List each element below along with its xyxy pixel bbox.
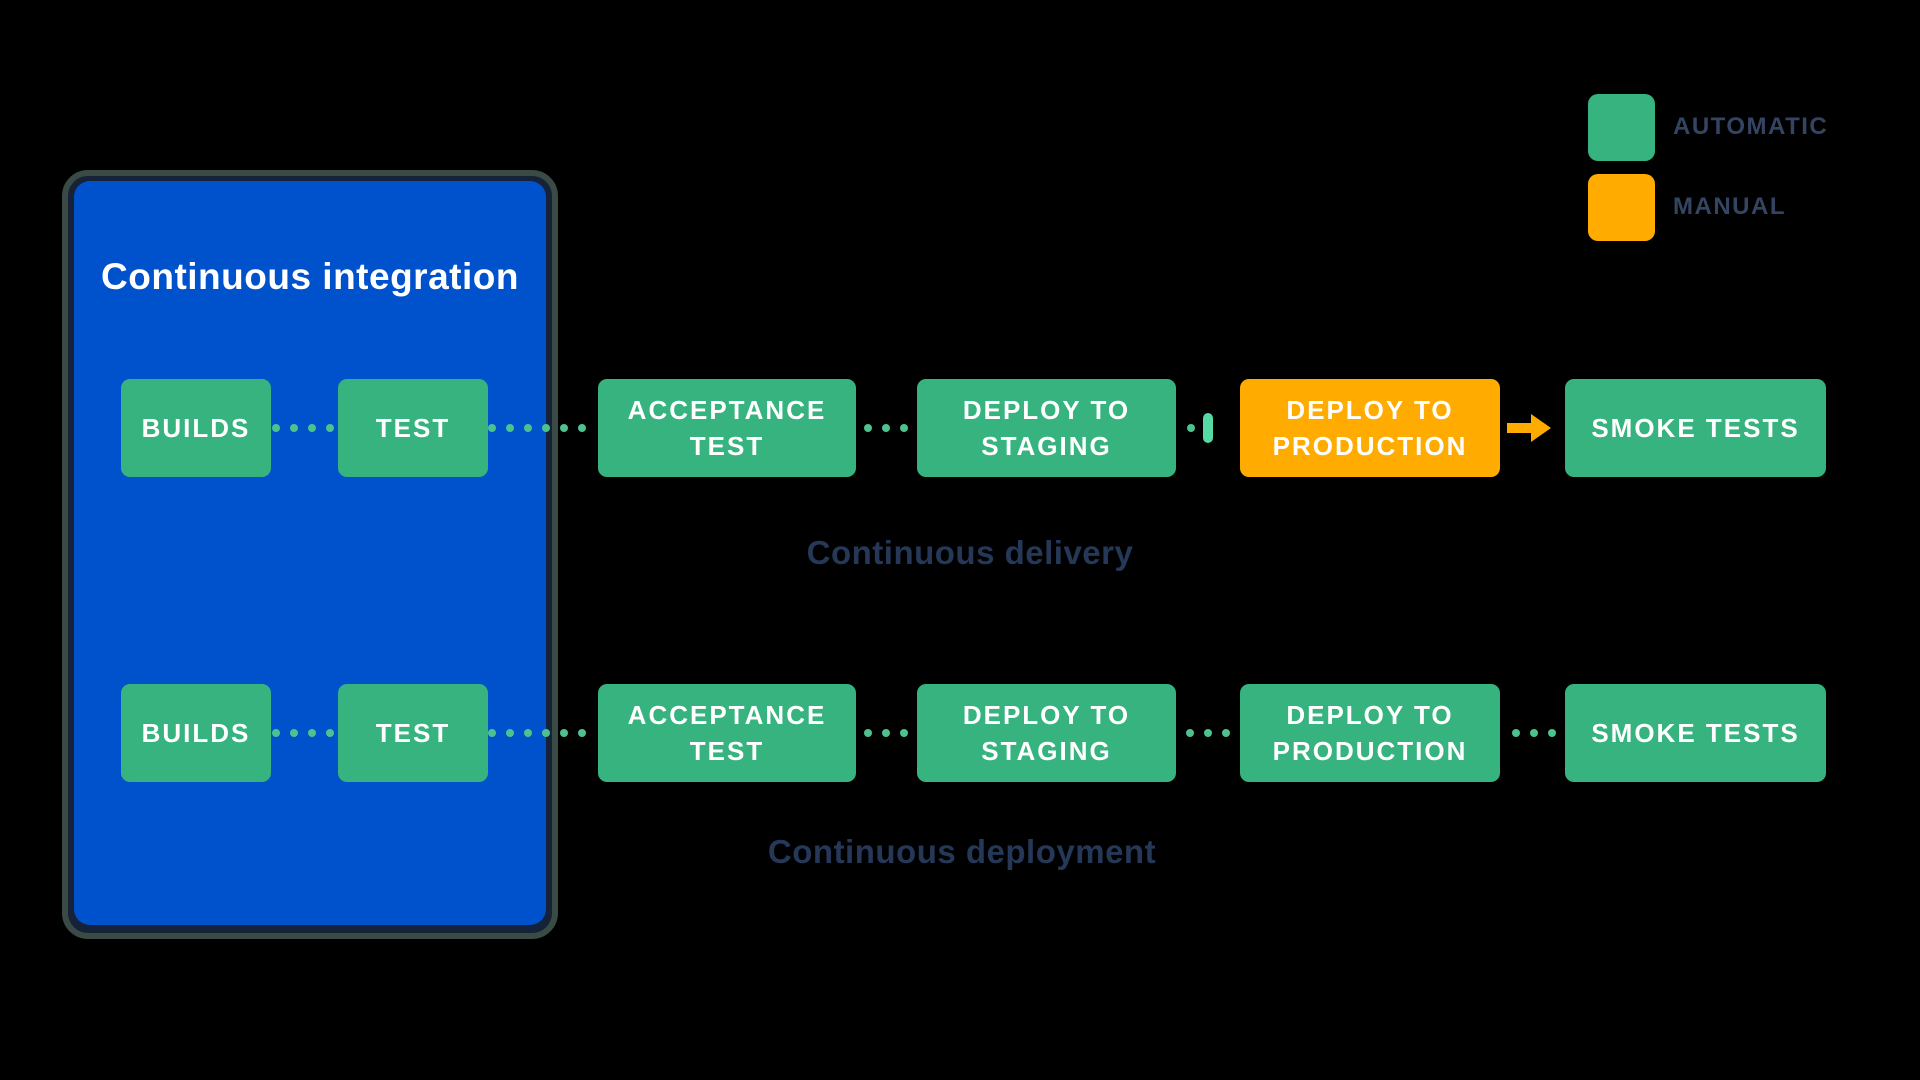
ci-title: Continuous integration	[101, 256, 519, 297]
stage-deploy-to-staging-delivery: DEPLOY TO STAGING	[917, 379, 1176, 477]
stage-deploy-to-staging-deployment: DEPLOY TO STAGING	[917, 684, 1176, 782]
dot	[1512, 729, 1520, 737]
dot	[326, 729, 334, 737]
dot	[578, 729, 586, 737]
deployment-caption: Continuous deployment	[767, 833, 1157, 870]
connector-dots	[864, 424, 908, 432]
stage-acceptance-test-delivery: ACCEPTANCE TEST	[598, 379, 856, 477]
dot	[506, 424, 514, 432]
dot	[560, 729, 568, 737]
dot	[308, 729, 316, 737]
connector-dots	[272, 729, 334, 737]
legend-label-manual: MANUAL	[1673, 193, 1786, 220]
connector-dots	[1186, 729, 1230, 737]
dot	[488, 424, 496, 432]
connector-dots	[272, 424, 334, 432]
dot	[542, 424, 550, 432]
dot	[272, 729, 280, 737]
dot	[1186, 729, 1194, 737]
stage-smoke-tests-deployment: SMOKE TESTS	[1565, 684, 1826, 782]
dot	[290, 729, 298, 737]
stage-smoke-tests-delivery: SMOKE TESTS	[1565, 379, 1826, 477]
dot	[560, 424, 568, 432]
dot	[506, 729, 514, 737]
dot	[1204, 729, 1212, 737]
delivery-caption: Continuous delivery	[806, 534, 1134, 571]
automatic-swatch-icon	[1588, 93, 1655, 161]
manual-arrow-icon	[1507, 414, 1551, 442]
dot	[290, 424, 298, 432]
dot	[524, 424, 532, 432]
dot	[326, 424, 334, 432]
dot	[272, 424, 280, 432]
dot	[524, 729, 532, 737]
dot	[900, 424, 908, 432]
legend-item-manual: MANUAL	[1588, 173, 1786, 241]
stage-builds-delivery: BUILDS	[121, 379, 271, 477]
dot	[864, 424, 872, 432]
dot	[1187, 424, 1195, 432]
manual-gate-pause-bar	[1203, 413, 1213, 443]
dot	[308, 424, 316, 432]
dot	[1530, 729, 1538, 737]
dot	[882, 424, 890, 432]
connector-dots	[864, 729, 908, 737]
dot	[488, 729, 496, 737]
dot	[1222, 729, 1230, 737]
dot	[900, 729, 908, 737]
connector-dots	[488, 424, 586, 432]
stage-deploy-to-production-delivery: DEPLOY TO PRODUCTION	[1240, 379, 1500, 477]
stage-test-delivery: TEST	[338, 379, 488, 477]
stage-acceptance-test-deployment: ACCEPTANCE TEST	[598, 684, 856, 782]
stage-deploy-to-production-deployment: DEPLOY TO PRODUCTION	[1240, 684, 1500, 782]
legend-item-automatic: AUTOMATIC	[1588, 93, 1828, 161]
dot	[542, 729, 550, 737]
connector-dots	[1512, 729, 1556, 737]
dot	[882, 729, 890, 737]
connector-dots	[1187, 424, 1195, 432]
stage-builds-deployment: BUILDS	[121, 684, 271, 782]
dot	[1548, 729, 1556, 737]
dot	[578, 424, 586, 432]
dot	[864, 729, 872, 737]
legend-label-automatic: AUTOMATIC	[1673, 113, 1829, 140]
ci-group-box	[74, 181, 546, 925]
connector-dots	[488, 729, 586, 737]
manual-swatch-icon	[1588, 173, 1655, 241]
stage-test-deployment: TEST	[338, 684, 488, 782]
